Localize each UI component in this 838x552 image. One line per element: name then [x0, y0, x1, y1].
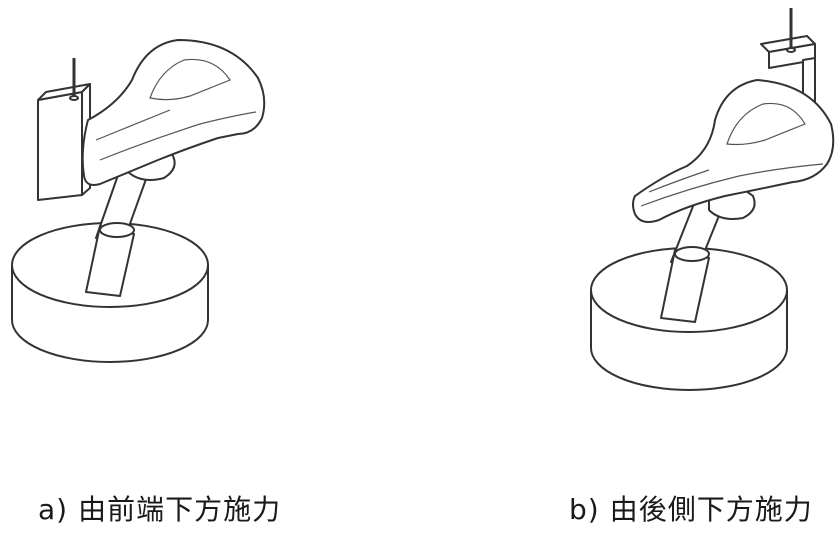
- saddle: [632, 79, 835, 223]
- caption-marker: a): [38, 493, 69, 526]
- saddle: [81, 39, 266, 186]
- caption-text: 由前端下方施力: [78, 493, 282, 526]
- caption-text: 由後側下方施力: [609, 493, 813, 526]
- caption-b: b) 由後側下方施力: [569, 488, 813, 528]
- load-box: [37, 83, 91, 201]
- saddle-rear-load-drawing: [590, 8, 835, 391]
- caption-a: a) 由前端下方施力: [38, 488, 281, 528]
- load-rod: [69, 58, 79, 101]
- load-rod: [786, 8, 796, 53]
- seat-post: [85, 157, 151, 297]
- figure-b: b) 由後側下方施力: [419, 0, 838, 552]
- saddle-front-load-drawing: [11, 39, 266, 363]
- figure-a: a) 由前端下方施力: [11, 39, 281, 528]
- caption-marker: b): [569, 493, 600, 526]
- base-cylinder: [590, 247, 788, 391]
